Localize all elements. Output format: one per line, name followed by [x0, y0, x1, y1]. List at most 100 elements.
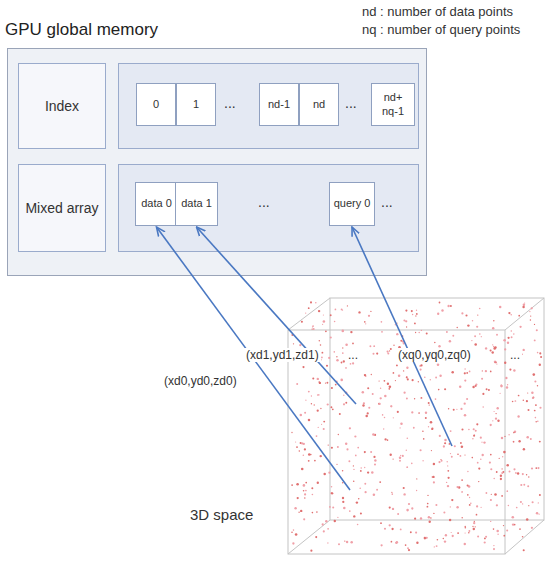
point	[304, 448, 306, 450]
index-cell: nd+ nq-1	[371, 83, 415, 126]
point	[387, 383, 389, 385]
point	[299, 344, 301, 346]
point	[376, 353, 378, 355]
point	[503, 451, 506, 454]
point	[507, 337, 509, 339]
point	[407, 547, 409, 549]
point	[330, 314, 332, 316]
point	[528, 505, 529, 506]
point	[414, 322, 416, 324]
point	[318, 310, 320, 312]
point	[477, 536, 479, 538]
point	[430, 379, 431, 380]
point	[310, 301, 312, 303]
point	[427, 503, 429, 505]
point	[494, 346, 496, 348]
point	[519, 528, 521, 530]
point	[456, 409, 457, 410]
point	[367, 412, 369, 414]
point	[464, 527, 466, 529]
point	[489, 462, 491, 464]
row-label-box: Mixed array	[18, 164, 106, 252]
point	[441, 460, 443, 462]
point	[332, 408, 334, 410]
point	[406, 450, 407, 451]
point	[444, 442, 446, 444]
point	[517, 472, 519, 474]
point	[484, 537, 486, 539]
point	[508, 434, 509, 435]
point	[420, 369, 422, 371]
point	[391, 528, 393, 530]
ellipsis: ...	[258, 194, 270, 210]
point	[360, 467, 361, 468]
point	[466, 398, 468, 400]
point	[495, 413, 496, 414]
point	[464, 380, 466, 382]
point	[493, 548, 495, 550]
point	[468, 530, 470, 532]
point	[480, 437, 482, 439]
point	[327, 528, 329, 530]
point	[520, 484, 522, 486]
point	[310, 454, 312, 456]
point	[416, 310, 417, 311]
point	[292, 542, 294, 544]
point	[406, 509, 409, 512]
point	[432, 476, 433, 477]
ellipsis: ...	[224, 95, 236, 111]
point	[367, 471, 369, 473]
point	[433, 513, 434, 514]
point	[511, 336, 513, 338]
point	[328, 357, 330, 359]
point	[303, 484, 306, 487]
point	[481, 378, 483, 380]
point	[345, 367, 347, 369]
point	[406, 398, 408, 400]
point	[494, 493, 497, 496]
index-cell: nd-1	[259, 83, 299, 126]
point	[464, 368, 465, 369]
point	[500, 475, 502, 477]
point	[380, 397, 382, 399]
point	[460, 455, 462, 457]
point	[457, 453, 459, 455]
point	[530, 438, 532, 440]
point	[374, 459, 376, 461]
point	[433, 463, 435, 465]
point	[535, 421, 537, 423]
point	[304, 493, 306, 495]
point	[453, 409, 455, 411]
point	[312, 494, 314, 496]
point-coordinate: (xd1,yd1,zd1)	[244, 348, 321, 362]
point	[523, 304, 526, 307]
point	[482, 393, 484, 395]
point	[437, 313, 439, 315]
point	[506, 386, 508, 388]
point	[444, 540, 446, 542]
point	[496, 407, 498, 409]
point	[513, 333, 515, 335]
point	[338, 543, 340, 545]
point	[389, 386, 392, 389]
point	[325, 330, 327, 332]
point	[526, 474, 527, 475]
point	[473, 434, 475, 436]
point	[393, 372, 395, 374]
point	[480, 459, 481, 460]
point	[452, 535, 454, 537]
point	[523, 399, 524, 400]
point	[433, 481, 435, 483]
point	[336, 464, 337, 465]
point	[493, 545, 494, 546]
point	[403, 392, 405, 394]
point	[530, 319, 531, 320]
point	[446, 461, 447, 462]
point	[305, 482, 307, 484]
point	[504, 348, 506, 350]
point	[418, 412, 420, 414]
point	[460, 408, 462, 410]
point	[348, 460, 350, 462]
point	[317, 410, 319, 412]
pointer-arrow	[352, 227, 452, 446]
